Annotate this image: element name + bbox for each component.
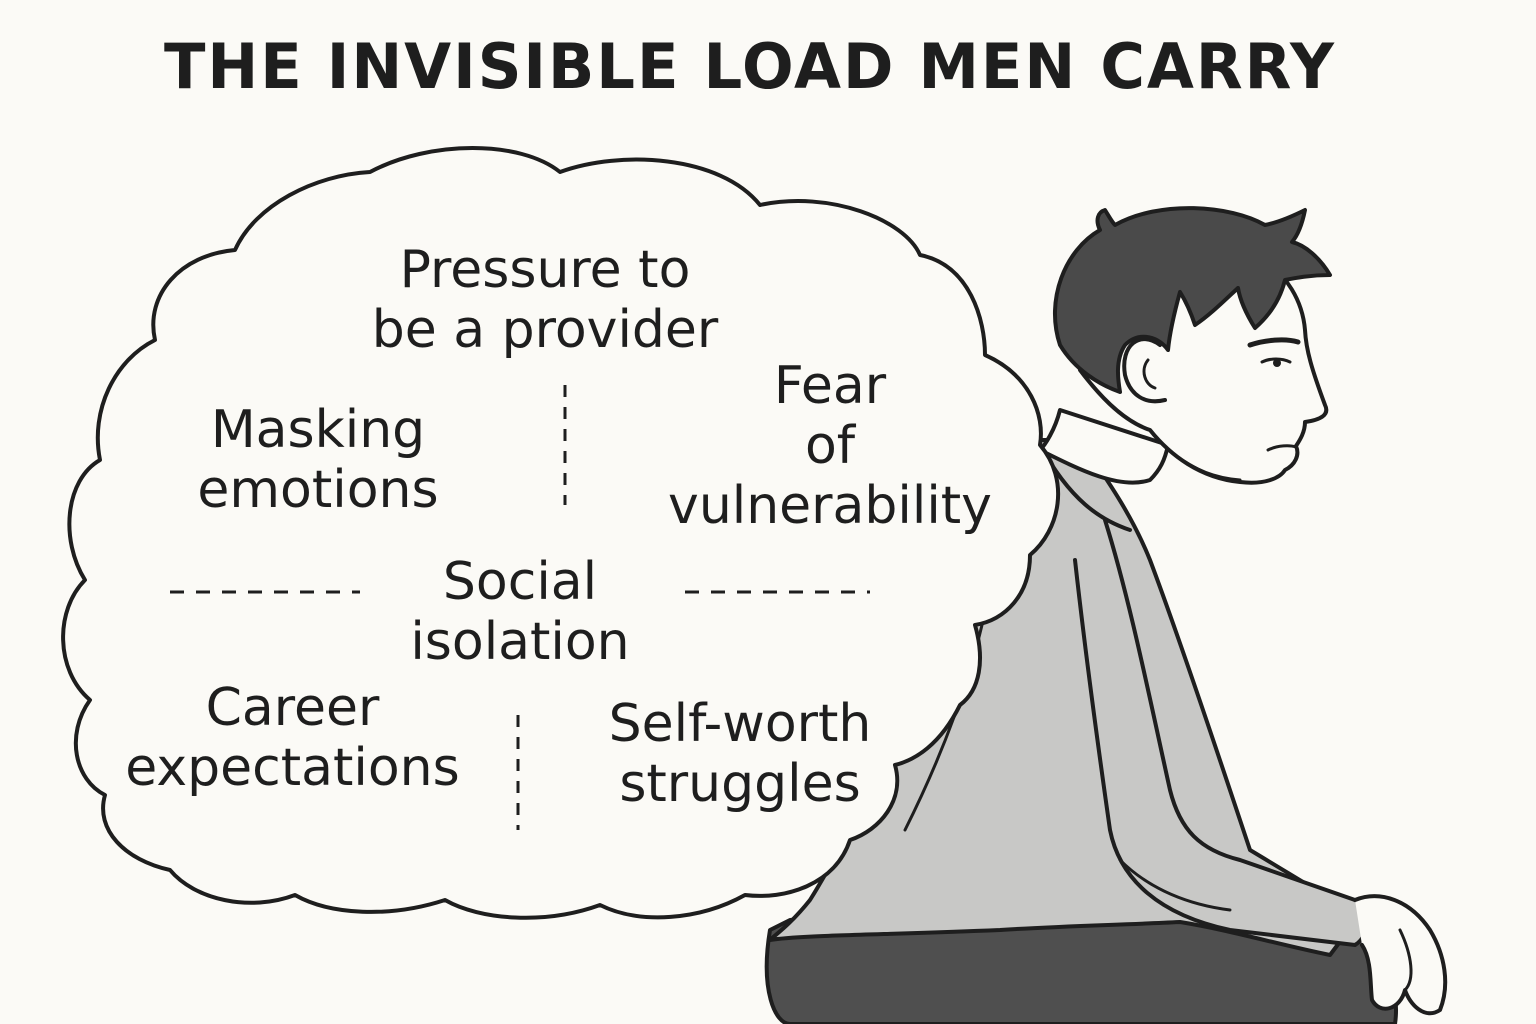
item-fear-line-2: of bbox=[804, 416, 856, 476]
page-title: THE INVISIBLE LOAD MEN CARRY bbox=[163, 30, 1336, 103]
item-isolation-line-1: Social bbox=[442, 552, 598, 612]
item-career: Career expectations bbox=[100, 678, 485, 798]
item-selfworth-line-1: Self-worth bbox=[608, 694, 872, 754]
item-fear: Fear of vulnerability bbox=[640, 356, 1020, 536]
item-masking-line-1: Masking bbox=[210, 400, 426, 460]
item-masking: Masking emotions bbox=[158, 400, 478, 520]
item-selfworth-line-2: struggles bbox=[619, 754, 861, 814]
item-provider: Pressure to be a provider bbox=[345, 240, 745, 360]
item-selfworth: Self-worth struggles bbox=[570, 694, 910, 814]
item-isolation: Social isolation bbox=[370, 552, 670, 672]
item-career-line-1: Career bbox=[205, 678, 380, 738]
item-provider-line-1: Pressure to bbox=[399, 240, 691, 300]
item-career-line-2: expectations bbox=[125, 738, 460, 798]
sitting-man-icon bbox=[764, 206, 1448, 1024]
thought-bubble-icon bbox=[61, 146, 1061, 920]
item-masking-line-2: emotions bbox=[197, 460, 439, 520]
item-provider-line-2: be a provider bbox=[371, 300, 719, 360]
item-fear-line-1: Fear bbox=[773, 356, 887, 416]
item-isolation-line-2: isolation bbox=[410, 612, 630, 672]
item-fear-line-3: vulnerability bbox=[668, 476, 992, 536]
